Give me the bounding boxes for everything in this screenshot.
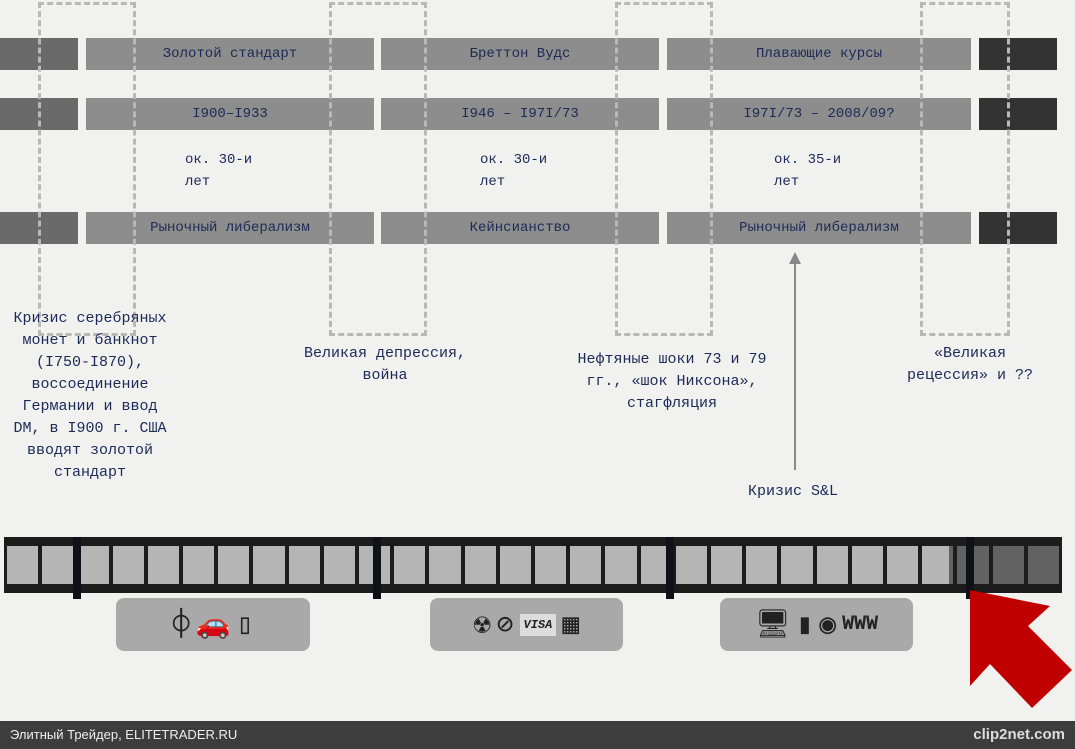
timeline-marker — [373, 537, 381, 599]
visa-card-icon: VISA — [519, 613, 557, 636]
film-frame — [77, 546, 109, 584]
row-stub — [979, 38, 1057, 70]
refrigerator-icon: ▯ — [236, 611, 254, 642]
film-frame — [288, 546, 320, 584]
film-frame — [147, 546, 180, 584]
timeline-marker — [73, 537, 81, 599]
film-frame — [887, 546, 919, 584]
crisis-caption: Великая депрессия, война — [303, 345, 467, 384]
film-frame — [746, 546, 778, 584]
up-arrow-icon — [789, 252, 801, 470]
crisis-caption: «Великая рецессия» и ?? — [906, 345, 1034, 384]
film-frame — [675, 546, 708, 584]
film-frame — [922, 546, 954, 584]
film-frame — [218, 546, 250, 584]
transistor-icon: ⊘ — [496, 611, 514, 642]
era-system: Бреттон Вудс — [381, 38, 659, 70]
crisis-caption: Кризис серебряных монет и банкнот (I750-… — [13, 310, 167, 481]
microchip-icon: ▦ — [562, 611, 580, 642]
row-stub — [979, 98, 1057, 130]
film-frame — [183, 546, 215, 584]
film-frame — [42, 546, 74, 584]
computer-icon: 🖥 — [754, 611, 791, 642]
film-frame — [499, 546, 532, 584]
crisis-box — [38, 2, 136, 336]
film-frame — [781, 546, 813, 584]
film-frame — [253, 546, 285, 584]
film-frame — [535, 546, 567, 584]
crisis-box — [615, 2, 713, 336]
phone-icon: ▮ — [796, 611, 814, 642]
film-frame — [112, 546, 144, 584]
film-frame — [464, 546, 496, 584]
crisis-caption: Нефтяные шоки 73 и 79 гг., «шок Никсона»… — [577, 351, 767, 412]
clip2net-logo[interactable]: clip2net.com — [973, 726, 1065, 743]
www-icon: WWW — [842, 613, 879, 636]
source-label: Элитный Трейдер, ELITETRADER.RU — [10, 727, 238, 742]
crisis-box — [920, 2, 1010, 336]
car-icon: 🚗 — [195, 611, 231, 642]
film-frame — [711, 546, 743, 584]
film-frame — [429, 546, 461, 584]
timeline-marker — [666, 537, 674, 599]
row-stub — [979, 212, 1057, 244]
tech-panel-3: 🖥▮◉WWW — [720, 598, 913, 651]
film-frame — [851, 546, 884, 584]
film-frame — [816, 546, 848, 584]
film-frame — [605, 546, 637, 584]
era-ideology: Кейнсианство — [381, 212, 659, 244]
timeline-marker — [966, 537, 974, 599]
red-arrow-icon — [970, 590, 1072, 708]
film-frame — [570, 546, 602, 584]
film-frame — [323, 546, 356, 584]
crisis-box — [329, 2, 427, 336]
tech-panel-2: ☢⊘VISA▦ — [430, 598, 623, 651]
era-years: I946 – I97I/73 — [381, 98, 659, 130]
footer-bar: Элитный Трейдер, ELITETRADER.RU clip2net… — [0, 721, 1075, 749]
radiation-icon: ☢ — [473, 611, 491, 642]
film-strip-timeline — [4, 537, 1062, 593]
sl-crisis-label: Кризис S&L — [747, 483, 838, 500]
film-frame — [394, 546, 426, 584]
tech-panel-1: ⌽🚗▯ — [116, 598, 310, 651]
disc-icon: ◉ — [819, 611, 837, 642]
vacuum-tube-icon: ⌽ — [172, 611, 190, 642]
film-frame — [7, 546, 39, 584]
